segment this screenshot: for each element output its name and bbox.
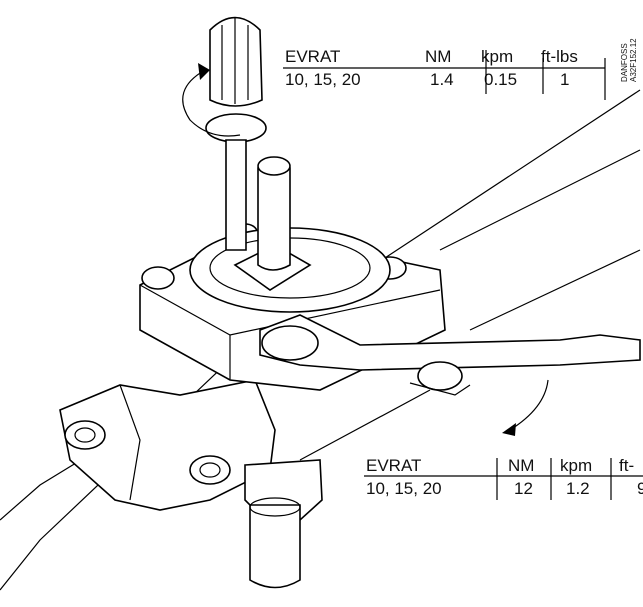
table-top-header-ftlbs: ft-lbs [541,47,578,66]
maker-code: DANFOSS A32F152.12 [620,38,638,82]
table-top-cell-evrat: 10, 15, 20 [285,70,361,89]
table-top-header-kpm: kpm [481,47,513,66]
spanner-rotation-arrow [502,379,549,436]
table-bottom-header-nm: NM [508,456,534,475]
table-bottom-cell-nm: 12 [514,479,533,498]
table-bottom-cell-evrat: 10, 15, 20 [366,479,442,498]
spanner [259,314,641,396]
table-top-header-evrat: EVRAT [285,47,340,66]
left-flange [59,379,276,511]
table-bottom-header-evrat: EVRAT [366,456,421,475]
table-top-cell-kpm: 0.15 [484,70,517,89]
solenoid-stem [257,156,291,271]
torque-table-top: EVRAT NM kpm ft-lbs 10, 15, 20 1.4 0.15 … [282,40,614,100]
torque-table-bottom: EVRAT NM kpm ft- 10, 15, 20 12 1.2 9 [363,448,643,500]
table-bottom-header-kpm: kpm [560,456,592,475]
table-bottom-cell-kpm: 1.2 [566,479,590,498]
table-top-cell-ftlbs: 1 [560,70,569,89]
bottom-fitting [244,459,323,589]
table-top-header-nm: NM [425,47,451,66]
maker-code-line1: DANFOSS [620,43,629,82]
table-bottom-cell-ft: 9 [637,479,643,498]
screwdriver-rotation-arrow [182,63,241,137]
table-top-cell-nm: 1.4 [430,70,454,89]
screwdriver [205,16,267,251]
maker-code-line2: A32F152.12 [629,38,638,82]
table-bottom-header-ft: ft- [619,456,634,475]
